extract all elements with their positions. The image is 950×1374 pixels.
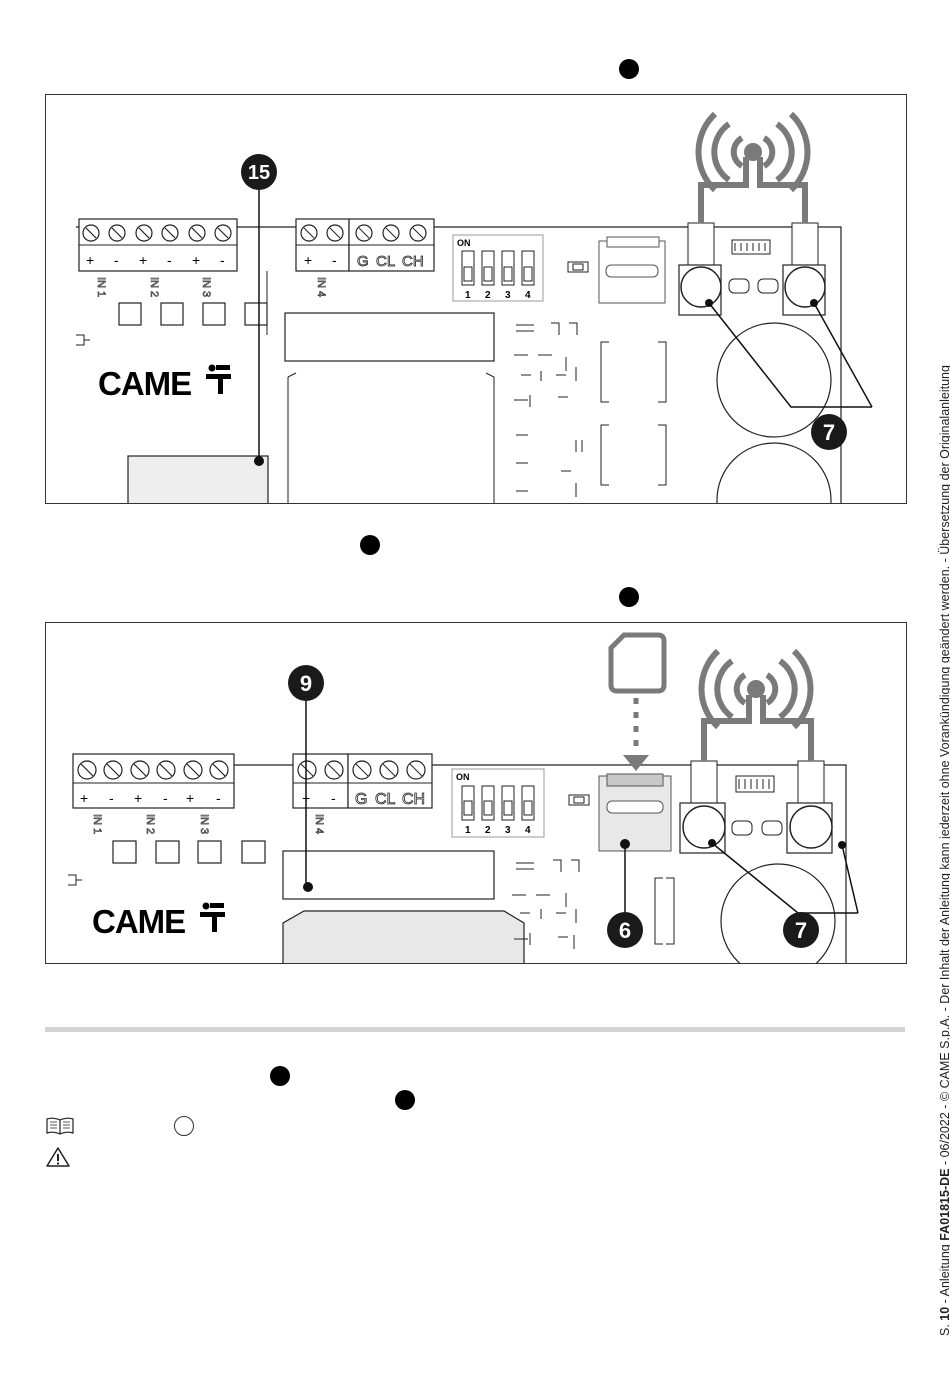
- dip-number: 4: [525, 825, 531, 836]
- input-label: IN 2: [148, 277, 160, 297]
- terminal-block-gclch: [348, 218, 435, 272]
- sim-slot: [598, 236, 666, 304]
- came-logo-text: CAME: [92, 903, 185, 940]
- terminal-sign: +: [139, 252, 147, 268]
- input-label: IN 2: [144, 814, 156, 834]
- board-drawing-2: + - + - + - + - G CL CH IN 1 IN 2 IN 3 I…: [68, 632, 859, 963]
- page-prefix: S.: [938, 1324, 950, 1336]
- terminal-sign: -: [216, 790, 221, 806]
- board-drawing-1: + - + - + - + - G CL CH IN 1 IN 2 IN 3 I…: [76, 111, 873, 503]
- sim-slot: [598, 773, 672, 852]
- board-diagram-1: + - + - + - + - G CL CH IN 1 IN 2 IN 3 I…: [45, 94, 907, 504]
- terminal-sign: +: [186, 790, 194, 806]
- came-logo: CAME: [98, 364, 231, 402]
- input-label: IN 3: [198, 814, 210, 834]
- terminal-sign: +: [134, 790, 142, 806]
- terminal-label: G: [357, 253, 369, 270]
- terminal-block-inputs: [78, 218, 238, 272]
- page-number: 10: [938, 1306, 950, 1321]
- terminal-block-in4: [295, 218, 350, 272]
- antenna-icon: [679, 648, 846, 854]
- terminal-label: CH: [402, 253, 424, 270]
- dip-number: 1: [465, 290, 471, 301]
- bullet-dot: [395, 1090, 415, 1110]
- manual-prefix: - Anleitung: [938, 1244, 950, 1303]
- came-logo: CAME: [92, 902, 225, 940]
- sim-card-icon: [608, 632, 667, 771]
- terminal-sign: +: [80, 790, 88, 806]
- dip-number: 3: [505, 825, 511, 836]
- terminal-sign: -: [332, 252, 337, 268]
- board-diagram-2: + - + - + - + - G CL CH IN 1 IN 2 IN 3 I…: [45, 622, 907, 964]
- terminal-sign: +: [86, 252, 94, 268]
- bullet-dot: [360, 535, 380, 555]
- terminal-sign: -: [109, 790, 114, 806]
- dip-number: 4: [525, 290, 531, 301]
- warning-icon: [46, 1147, 70, 1167]
- terminal-block-in4: [292, 753, 349, 809]
- book-icon: [46, 1117, 74, 1135]
- dip-number: 3: [505, 290, 511, 301]
- input-label: IN 1: [91, 814, 103, 834]
- terminal-block-inputs: [72, 753, 235, 809]
- dip-switch: ON 1 2 3 4: [451, 768, 545, 838]
- terminal-sign: -: [114, 252, 119, 268]
- terminal-sign: +: [192, 252, 200, 268]
- section-divider: [45, 1027, 905, 1032]
- reference-circle: [174, 1116, 194, 1136]
- terminal-sign: -: [163, 790, 168, 806]
- came-logo-text: CAME: [98, 365, 191, 402]
- bullet-dot: [270, 1066, 290, 1086]
- terminal-sign: -: [167, 252, 172, 268]
- terminal-sign: -: [220, 252, 225, 268]
- input-label: IN 4: [313, 814, 325, 834]
- callout-6: 6: [619, 918, 631, 943]
- dip-number: 1: [465, 825, 471, 836]
- antenna-icon: [678, 111, 826, 316]
- page-footer-vertical: S. 10 - Anleitung FA01815-DE - 06/2022 -…: [938, 365, 950, 1336]
- callout-7: 7: [823, 420, 835, 445]
- terminal-label: CL: [375, 791, 396, 808]
- dip-switch: ON 1 2 3 4: [452, 234, 544, 302]
- input-label: IN 4: [315, 277, 327, 297]
- bullet-dot: [619, 587, 639, 607]
- footer-legal-text: - 06/2022 - © CAME S.p.A. - Der Inhalt d…: [938, 365, 950, 1165]
- dip-number: 2: [485, 290, 491, 301]
- terminal-label: G: [355, 791, 367, 808]
- terminal-block-gclch: [347, 753, 433, 809]
- input-label: IN 3: [200, 277, 212, 297]
- terminal-sign: -: [331, 790, 336, 806]
- callout-7: 7: [795, 918, 807, 943]
- callout-15: 15: [248, 162, 270, 184]
- terminal-label: CL: [376, 253, 395, 270]
- dip-on-label: ON: [457, 238, 471, 248]
- bullet-dot: [619, 59, 639, 79]
- input-label: IN 1: [95, 277, 107, 297]
- callout-9: 9: [300, 671, 312, 696]
- dip-number: 2: [485, 825, 491, 836]
- manual-code: FA01815-DE: [938, 1168, 950, 1241]
- terminal-label: CH: [402, 791, 425, 808]
- terminal-sign: +: [304, 252, 312, 268]
- dip-on-label: ON: [456, 772, 470, 782]
